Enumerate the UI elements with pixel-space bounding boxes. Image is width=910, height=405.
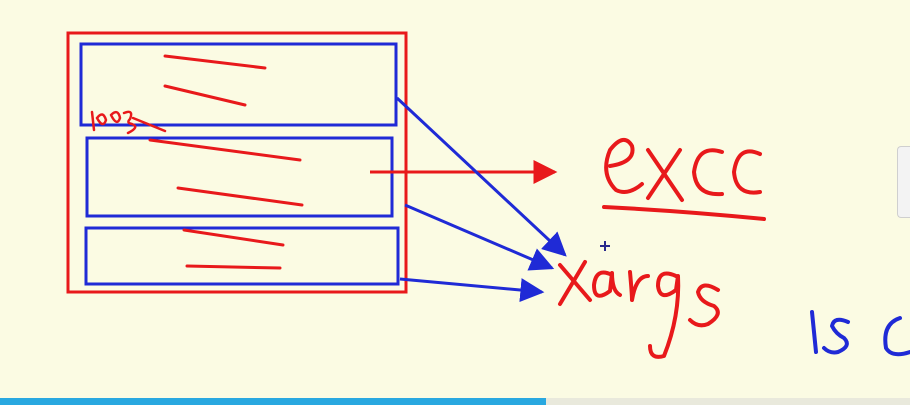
small-label-1003 <box>90 110 167 135</box>
segment-box-1 <box>79 42 398 127</box>
text-line <box>182 228 285 247</box>
arrow-segment-1-to-xargs <box>395 96 567 257</box>
video-progress-bar[interactable] <box>0 398 910 405</box>
handwritten-exec <box>602 138 766 221</box>
crosshair-icon <box>600 241 610 251</box>
outer-container-box <box>66 31 408 294</box>
segment-box-3 <box>84 226 400 286</box>
text-line <box>163 54 267 70</box>
arrow-segment-3-to-xargs <box>399 277 545 302</box>
segment-box-2 <box>85 136 394 218</box>
handwritten-xargs <box>558 260 720 359</box>
text-lines <box>148 54 304 270</box>
text-line <box>148 138 302 162</box>
arrow-segment-2-to-xargs <box>404 203 555 271</box>
video-progress-fill <box>0 398 546 405</box>
text-line <box>163 84 247 107</box>
text-line <box>185 264 282 270</box>
text-line <box>176 186 304 207</box>
scroll-handle[interactable] <box>897 146 910 218</box>
handwritten-ls <box>810 310 910 357</box>
